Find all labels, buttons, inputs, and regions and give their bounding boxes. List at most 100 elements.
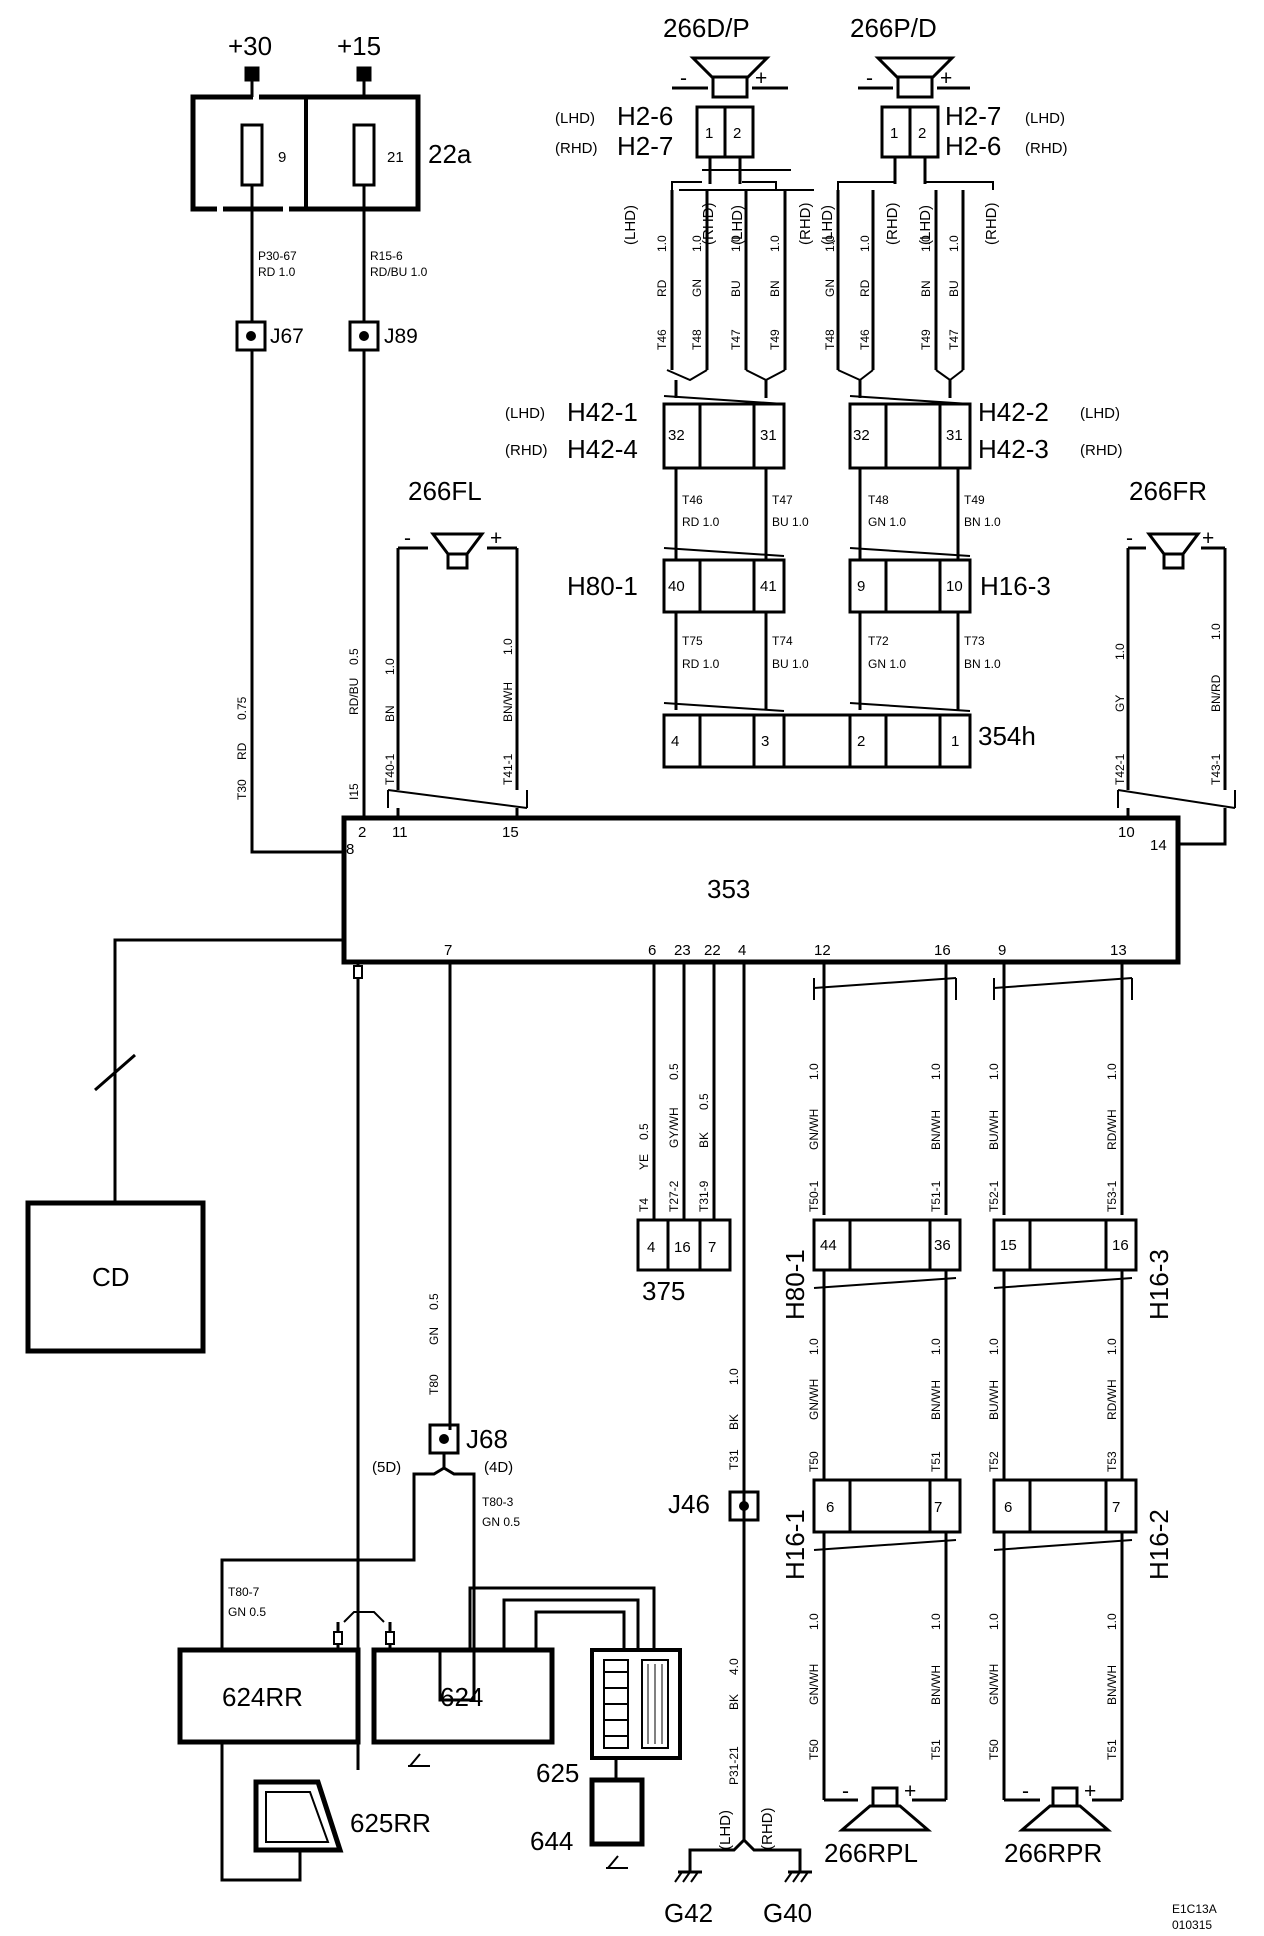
rr-w1-0-col: BU/WH — [987, 1110, 1001, 1150]
wire-p30-id: P30-67 — [258, 249, 297, 263]
rl-w1-1-sz: 1.0 — [929, 1063, 943, 1080]
rl-w1-0-id: T50-1 — [807, 1180, 821, 1212]
c354h-pin-0: 4 — [671, 733, 679, 750]
wire-t43-1-id: T43-1 — [1209, 753, 1223, 785]
rr-conn-upper: H16-3 — [1144, 1249, 1174, 1320]
ll-t80-id: T80 — [427, 1374, 441, 1395]
mw2-2-id: T72 — [868, 634, 889, 648]
rl-w2-0-col: GN/WH — [807, 1379, 821, 1420]
u353-bot-pin-5: 12 — [814, 942, 831, 959]
u353-bot-pin-0: 7 — [444, 942, 452, 959]
rr-w2-1-id: T53 — [1105, 1451, 1119, 1472]
tl-wire0-col: RD — [655, 279, 669, 297]
tweeter-right-lhd: (LHD) — [1025, 110, 1065, 127]
speaker-266fr-minus: - — [1126, 527, 1133, 550]
rl-lower-pin-0: 6 — [826, 1499, 834, 1516]
labels: +30 +15 9 21 22a P30-67 RD 1.0 R15-6 RD/… — [92, 13, 1223, 1932]
h42-right-lhd: H42-2 — [978, 397, 1049, 427]
tweeter-right-lhd-a: (LHD) — [819, 205, 836, 245]
ll-t80-7-id: T80-7 — [228, 1585, 260, 1599]
tweeter-right-label: 266P/D — [850, 13, 937, 43]
rr-w3-1-id: T51 — [1105, 1739, 1119, 1760]
wire-t41-1-color: BN/WH — [501, 682, 515, 722]
tweeter-right-plus: + — [940, 67, 952, 90]
wire-t40-1-id: T40-1 — [383, 753, 397, 785]
mw1-2-id: T48 — [868, 493, 889, 507]
rr-upper-pin-0: 15 — [1000, 1237, 1017, 1254]
mw1-1-spec: BU 1.0 — [772, 515, 809, 529]
c375-pin-2: 7 — [708, 1239, 716, 1256]
tweeter-right-lhd-b: (LHD) — [917, 205, 934, 245]
c375-w0-col: YE — [637, 1154, 651, 1170]
rl-w2-0-id: T50 — [807, 1451, 821, 1472]
wire-t42-1-size: 1.0 — [1113, 643, 1127, 660]
rear-left-path — [812, 1218, 962, 1832]
wire-t43-1-color: BN/RD — [1209, 674, 1223, 712]
tweeter-right-conn-rhd: H2-6 — [945, 131, 1001, 161]
h80-left-label: H80-1 — [567, 571, 638, 601]
wire-t42-1-id: T42-1 — [1113, 753, 1127, 785]
wire-t40-1-size: 1.0 — [383, 658, 397, 675]
rl-w1-0-col: GN/WH — [807, 1109, 821, 1150]
rr-speaker-minus: - — [1022, 1780, 1029, 1803]
rl-w1-1-id: T51-1 — [929, 1180, 943, 1212]
rr-w1-0-id: T52-1 — [987, 1180, 1001, 1212]
tl-wire1-id: T48 — [690, 329, 704, 350]
tr-wire3-col: BU — [947, 280, 961, 297]
rl-w3-1-id: T51 — [929, 1739, 943, 1760]
tr-wire1-id: T46 — [858, 329, 872, 350]
rr-lower-pin-0: 6 — [1004, 1499, 1012, 1516]
u353-bot-pin-2: 23 — [674, 942, 691, 959]
tweeter-left-lhd-a: (LHD) — [622, 205, 639, 245]
ll-624rr: 624RR — [222, 1682, 303, 1712]
ll-j68: J68 — [466, 1424, 508, 1454]
mw1-3-id: T49 — [964, 493, 985, 507]
ll-t80-7-spec: GN 0.5 — [228, 1605, 266, 1619]
gnd-rhd: (RHD) — [759, 1808, 776, 1851]
h42-pin-0: 32 — [668, 427, 685, 444]
rl-w1-0-sz: 1.0 — [807, 1063, 821, 1080]
rr-w2-0-sz: 1.0 — [987, 1338, 1001, 1355]
wire-p30-spec: RD 1.0 — [258, 265, 296, 279]
tr-wire1-col: RD — [858, 279, 872, 297]
tl-wire3-col: BN — [768, 280, 782, 297]
gnd-lhd: (LHD) — [717, 1810, 734, 1850]
ll-t80-col: GN — [427, 1327, 441, 1345]
tweeter-left-pin1: 1 — [705, 125, 713, 142]
gnd-p31-col: BK — [727, 1694, 741, 1710]
tr-wire0-sz: 1.0 — [823, 235, 837, 252]
tweeter-left — [666, 56, 814, 398]
ll-t80-sz: 0.5 — [427, 1293, 441, 1310]
gnd-j46: J46 — [668, 1489, 710, 1519]
mw1-3-spec: BN 1.0 — [964, 515, 1001, 529]
gnd-t31-id: T31 — [727, 1449, 741, 1470]
tl-wire2-col: BU — [729, 280, 743, 297]
u353-pin-14: 14 — [1150, 837, 1167, 854]
rr-speaker-plus: + — [1084, 1780, 1096, 1803]
rr-upper-pin-1: 16 — [1112, 1237, 1129, 1254]
rr-w1-1-col: RD/WH — [1105, 1109, 1119, 1150]
rl-speaker-minus: - — [842, 1780, 849, 1803]
tr-wire1-sz: 1.0 — [858, 235, 872, 252]
speaker-266fl-plus: + — [490, 527, 502, 550]
rl-w3-0-col: GN/WH — [807, 1664, 821, 1705]
mw2-1-id: T74 — [772, 634, 793, 648]
tweeter-left-plus: + — [755, 67, 767, 90]
c375-w0-id: T4 — [637, 1198, 651, 1212]
tweeter-right-pin1: 1 — [890, 125, 898, 142]
ground-g42: G42 — [664, 1898, 713, 1928]
speaker-266fr-plus: + — [1202, 527, 1214, 550]
rr-w1-1-sz: 1.0 — [1105, 1063, 1119, 1080]
speaker-266fr-label: 266FR — [1129, 476, 1207, 506]
tweeter-left-label: 266D/P — [663, 13, 750, 43]
h42-left-rhd: H42-4 — [567, 434, 638, 464]
rl-upper-pin-1: 36 — [934, 1237, 951, 1254]
rr-conn-lower: H16-2 — [1144, 1509, 1174, 1580]
tl-wire1-sz: 1.0 — [690, 235, 704, 252]
splice-j67-label: J67 — [270, 325, 304, 348]
c354h-pin-3: 1 — [951, 733, 959, 750]
rl-w2-0-sz: 1.0 — [807, 1338, 821, 1355]
ground-path — [674, 1490, 812, 1883]
mw1-0-id: T46 — [682, 493, 703, 507]
tweeter-right-pin2: 2 — [918, 125, 926, 142]
